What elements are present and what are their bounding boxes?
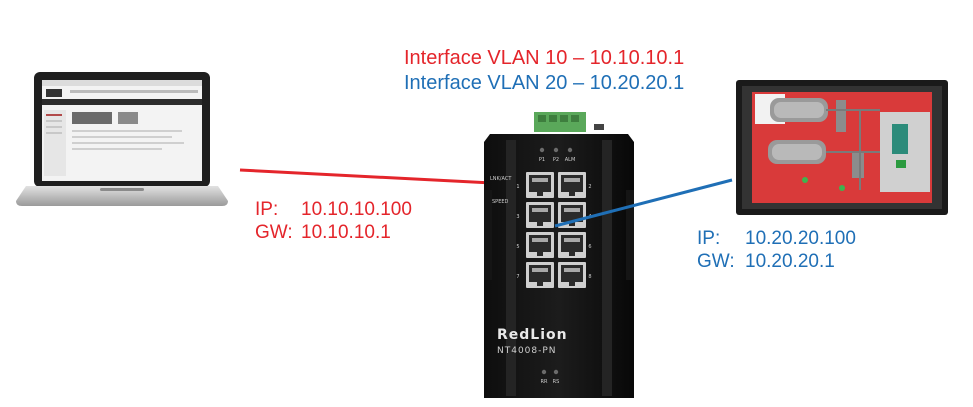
- ethernet-port-4[interactable]: 4: [558, 202, 592, 228]
- ethernet-port-8[interactable]: 8: [558, 262, 592, 288]
- led-label-alm: ALM: [565, 157, 576, 163]
- vlan20-interface-label: Interface VLAN 20 – 10.20.20.1: [404, 72, 685, 94]
- redlion-switch: P1 P2 ALM 1 2 3 4 5 6 7 8 RR RS: [484, 112, 634, 398]
- led-label-rs: RS: [553, 379, 560, 385]
- lnkact-label: LNK/ACT: [490, 176, 512, 182]
- ethernet-port-1[interactable]: 1: [516, 172, 554, 198]
- led-rr-icon: [541, 369, 547, 375]
- led-p2-icon: [553, 147, 559, 153]
- led-label-p1: P1: [539, 157, 545, 163]
- ethernet-port-7[interactable]: 7: [516, 262, 554, 288]
- led-alm-icon: [567, 147, 573, 153]
- hmi-ip-key: IP:: [697, 228, 721, 249]
- hmi-panel-icon: [736, 80, 948, 215]
- switch-brand-logo: RedLion: [497, 327, 568, 343]
- laptop-ip-value: 10.10.10.100: [301, 199, 412, 220]
- port-number-label: 8: [588, 274, 591, 280]
- led-label-p2: P2: [553, 157, 559, 163]
- laptop-ip-key: IP:: [255, 199, 279, 220]
- led-rs-icon: [553, 369, 559, 375]
- ethernet-port-3[interactable]: 3: [516, 202, 554, 228]
- led-p1-icon: [539, 147, 545, 153]
- hmi-gw-value: 10.20.20.1: [745, 251, 835, 272]
- laptop-gw-key: GW:: [255, 222, 293, 243]
- ethernet-port-2[interactable]: 2: [558, 172, 592, 198]
- ethernet-port-6[interactable]: 6: [558, 232, 592, 258]
- vlan20-link-line: [554, 178, 733, 228]
- ethernet-port-5[interactable]: 5: [516, 232, 554, 258]
- laptop-icon: [16, 72, 228, 206]
- port-number-label: 5: [516, 244, 519, 250]
- port-number-label: 2: [588, 184, 591, 190]
- hmi-ip-value: 10.20.20.100: [745, 228, 856, 249]
- laptop-gw-value: 10.10.10.1: [301, 222, 391, 243]
- speed-label: SPEED: [492, 199, 509, 205]
- port-number-label: 1: [516, 184, 519, 190]
- hmi-gw-key: GW:: [697, 251, 735, 272]
- led-label-rr: RR: [541, 379, 548, 385]
- switch-model-label: NT4008-PN: [497, 346, 557, 356]
- port-number-label: 6: [588, 244, 591, 250]
- vlan10-interface-label: Interface VLAN 10 – 10.10.10.1: [404, 47, 685, 69]
- port-number-label: 7: [516, 274, 519, 280]
- port-number-label: 3: [516, 214, 519, 220]
